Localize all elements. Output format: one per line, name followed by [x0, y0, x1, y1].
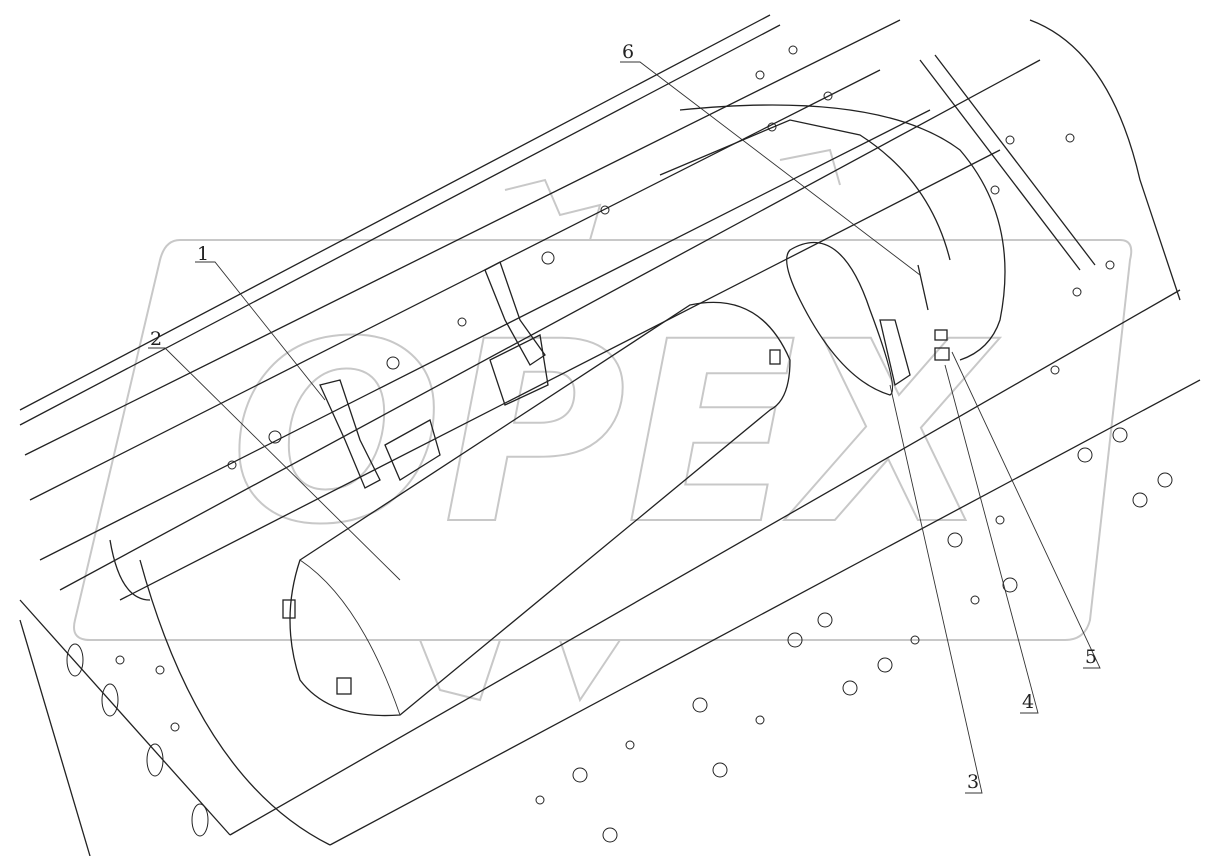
- watermark-text: OPEX: [230, 288, 1000, 579]
- frame-rails: [19, 14, 1201, 856]
- callouts: 1 2 6 3 4 5: [148, 41, 1101, 794]
- air-tank: [282, 301, 791, 717]
- callout-1: 1: [197, 243, 209, 265]
- clamp-strap: [659, 104, 1006, 396]
- callout-2: 2: [150, 328, 162, 350]
- bolt-holes: [66, 45, 1173, 843]
- watermark: OPEX: [73, 148, 1133, 703]
- callout-5: 5: [1085, 646, 1097, 668]
- callout-4: 4: [1022, 691, 1034, 713]
- callout-3: 3: [967, 771, 979, 793]
- tank-brackets: [319, 261, 549, 489]
- callout-6: 6: [622, 41, 634, 63]
